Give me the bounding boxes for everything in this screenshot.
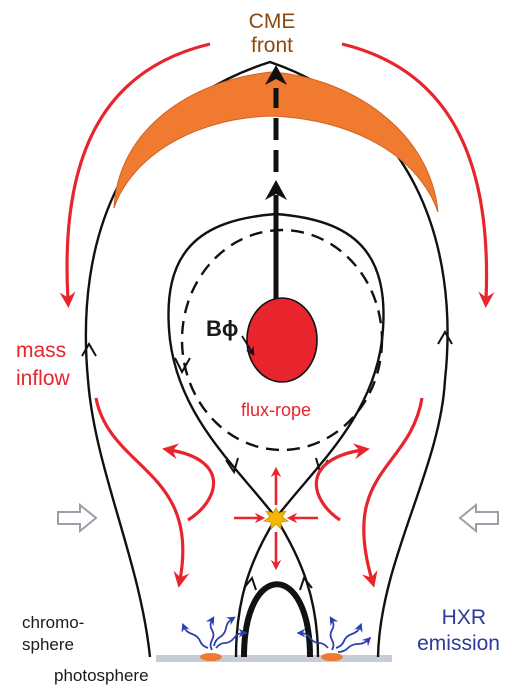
flux-rope-label: flux-rope [241,400,311,420]
wavy-arrow-icon [338,640,368,652]
wavy-arrow-icon [216,633,243,648]
outflow-arrow-left [67,44,210,300]
inflow-arrow-right-lower [364,398,422,580]
wavy-arrow-icon-left-group [184,619,243,650]
wavy-arrow-icon [184,627,208,648]
footpoint-right [321,653,343,661]
flux-rope-core [247,298,317,382]
mass-inflow-label-line1: mass [16,339,66,362]
chromosphere-label-line2: sphere [22,635,74,654]
hollow-arrow-icon-left [58,505,96,531]
chromosphere-label-line1: chromo- [22,613,84,632]
b-phi-label: Bϕ [206,316,238,341]
wavy-arrow-icon [301,633,328,648]
outer-field-arrow-right [438,332,452,344]
mass-inflow-label-line2: inflow [16,367,71,390]
hxr-emission-label-line1: HXR [442,606,486,629]
photosphere-label: photosphere [54,666,149,685]
wavy-arrow-icon [331,620,334,650]
hollow-arrow-icon-right [460,505,498,531]
starburst-icon [264,508,288,529]
cme-front-label-line1: CME [249,10,296,33]
footpoint-left [200,653,222,661]
post-flare-loop [244,584,310,657]
cme-front-label-line2: front [251,34,293,57]
wavy-arrow-icon [211,620,214,650]
hxr-emission-label-line2: emission [417,632,500,655]
photosphere-surface [156,655,392,662]
outer-field-arrow-left [82,344,96,356]
lower-field-arrow-right [300,578,312,590]
